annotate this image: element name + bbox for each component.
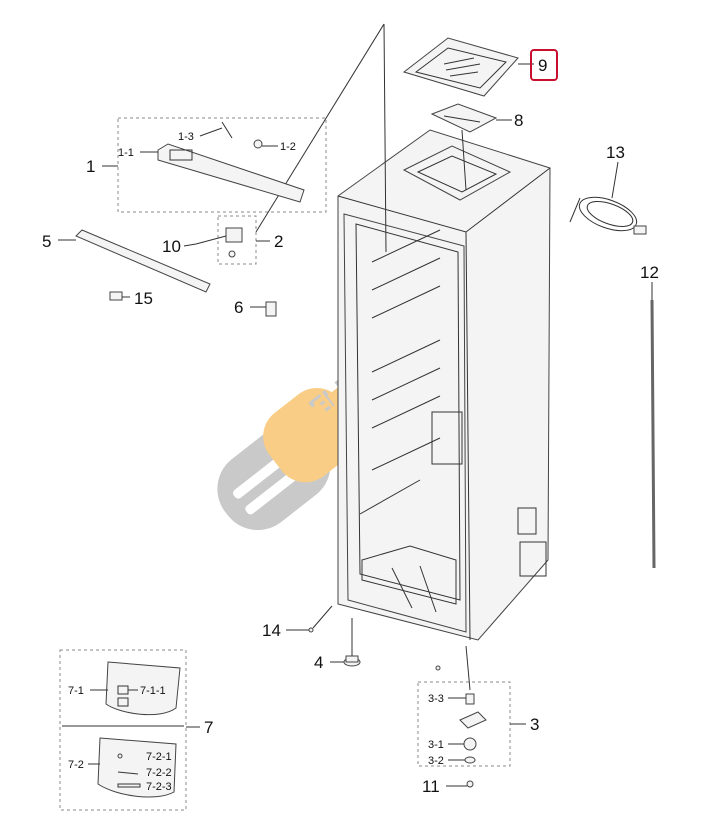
callout-9: 9	[538, 56, 547, 75]
callout-6: 6	[234, 298, 243, 317]
callout-7-2: 7-2	[68, 759, 84, 771]
callout-2: 2	[274, 232, 283, 251]
part-12-rod	[650, 299, 656, 569]
callout-1-1: 1-1	[118, 147, 134, 159]
part-15	[109, 291, 123, 301]
callout-7-1-1: 7-1-1	[140, 685, 166, 697]
callout-7-2-3: 7-2-3	[146, 781, 172, 793]
part-7-2-shelf	[97, 737, 177, 798]
callout-10: 10	[162, 237, 181, 256]
callout-7-1: 7-1	[68, 685, 84, 697]
callout-14: 14	[262, 621, 281, 640]
part-9-top-cover	[402, 37, 519, 97]
callout-13: 13	[606, 143, 625, 162]
callout-1-3: 1-3	[178, 131, 194, 143]
watermark-logo-icon	[217, 388, 360, 531]
callout-1: 1	[86, 157, 95, 176]
callout-1-2: 1-2	[280, 141, 296, 153]
inner-rails	[359, 229, 441, 515]
group-2-box	[217, 215, 257, 265]
callout-3-2: 3-2	[428, 755, 444, 767]
callout-labels: 1 1-1 1-2 1-3 2 3 3-1 3-2 3-3 4 5 6 7 7-…	[42, 56, 659, 796]
callout-3-3: 3-3	[428, 693, 444, 705]
part-5-strip	[75, 229, 211, 293]
part-4-foot	[343, 618, 361, 667]
callout-7-2-2: 7-2-2	[146, 767, 172, 779]
refrigerator-cabinet	[255, 23, 551, 641]
part-8-pcb	[430, 103, 498, 191]
highlight-box-part-9	[530, 49, 558, 81]
callout-8: 8	[514, 111, 523, 130]
callout-3-1: 3-1	[428, 739, 444, 751]
callout-12: 12	[640, 263, 659, 282]
leader-lines	[58, 63, 653, 787]
part-13-cable	[569, 196, 647, 235]
part-14	[308, 627, 314, 633]
group-1-box	[117, 117, 327, 213]
callout-5: 5	[42, 232, 51, 251]
callout-7: 7	[204, 718, 213, 737]
part-6	[265, 301, 277, 317]
callout-11: 11	[422, 777, 440, 796]
callout-15: 15	[134, 289, 153, 308]
callout-3: 3	[530, 715, 539, 734]
group-7-box	[59, 649, 187, 811]
part-1-1-bar	[157, 143, 305, 203]
callout-7-2-1: 7-2-1	[146, 751, 172, 763]
callout-4: 4	[314, 653, 323, 672]
